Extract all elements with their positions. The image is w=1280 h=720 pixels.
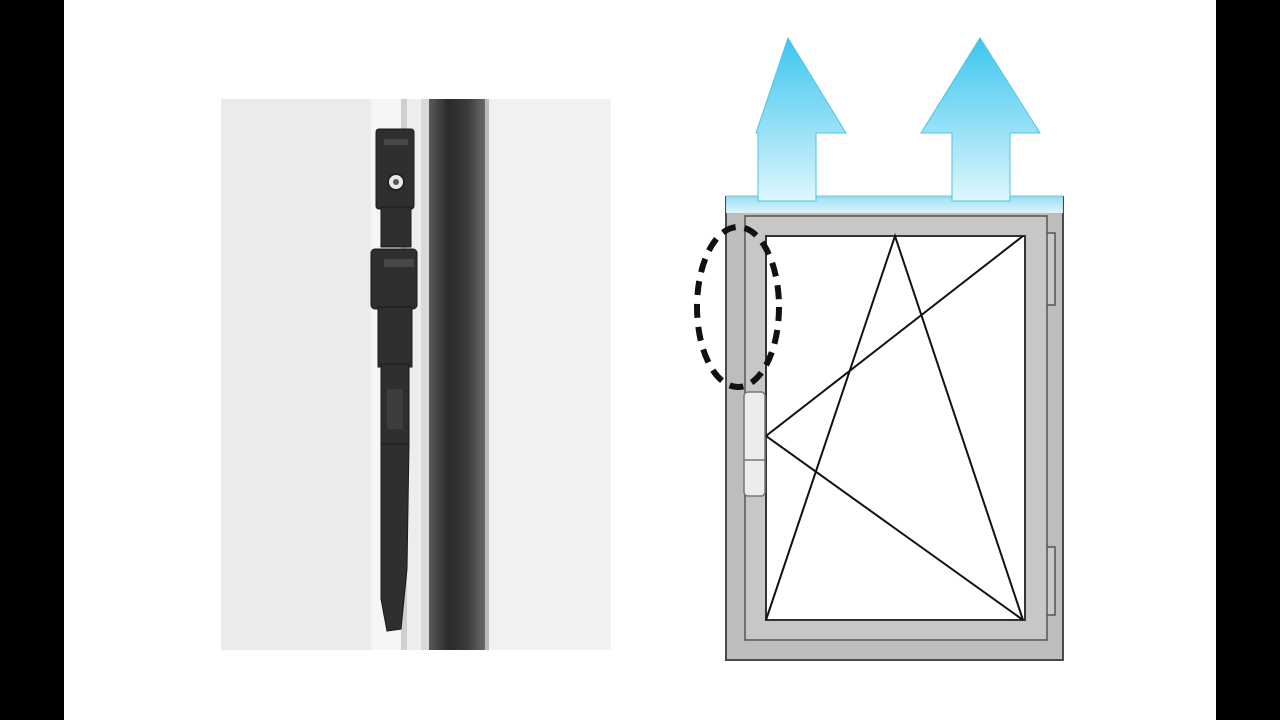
- valve-highlight-ellipse: [694, 224, 782, 390]
- airflow-arrow-left: [755, 36, 847, 202]
- window-glass: [765, 235, 1026, 621]
- valve-photo: [221, 99, 611, 650]
- frame-face-left: [221, 99, 371, 650]
- rubber-seal: [429, 99, 485, 650]
- airflow-arrow-right: [920, 37, 1041, 202]
- frame-face-right: [485, 99, 611, 650]
- window-diagram: [690, 30, 1090, 670]
- letterbox-left: [0, 0, 64, 720]
- opening-lines: [764, 232, 1024, 621]
- window-handle: [743, 391, 766, 497]
- letterbox-right: [1216, 0, 1280, 720]
